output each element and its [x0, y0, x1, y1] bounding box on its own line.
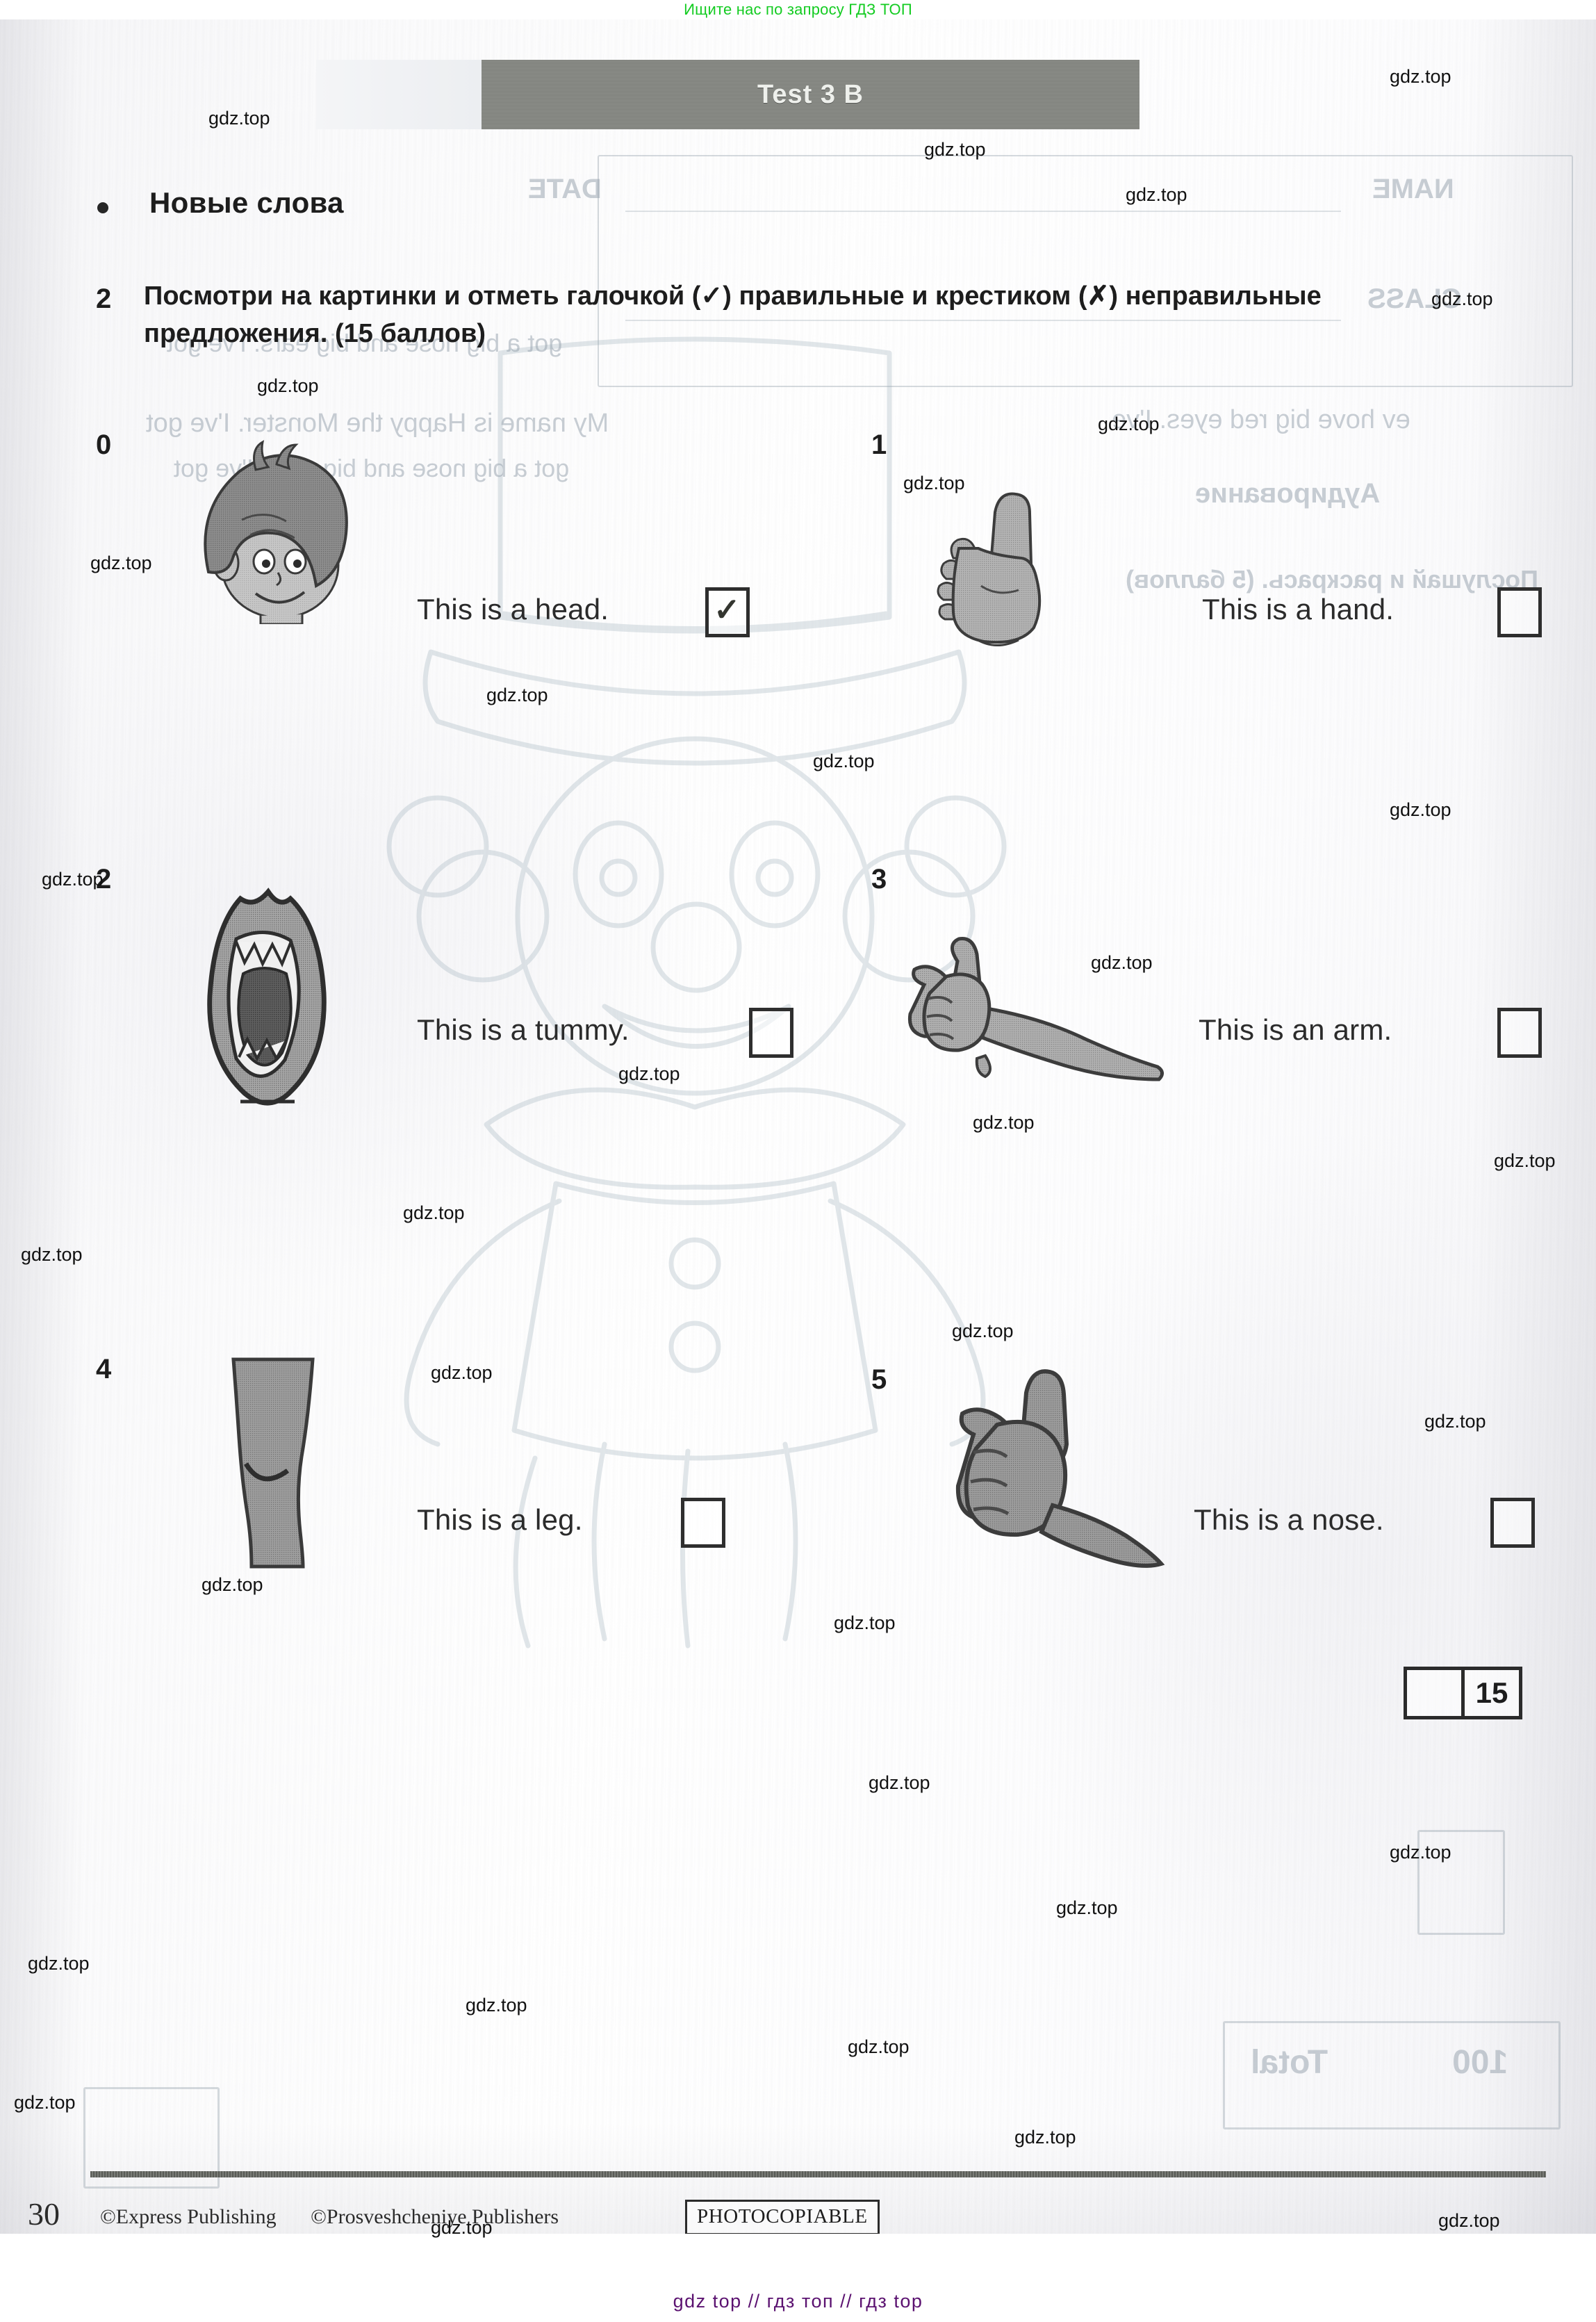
item-number-5: 5: [871, 1364, 887, 1395]
score-box-input-cell[interactable]: [1407, 1670, 1461, 1716]
gdz-watermark-tile: gdz.top: [869, 1772, 930, 1793]
gdz-watermark-tile: gdz.top: [1424, 1411, 1486, 1432]
item-sentence-4: This is a leg.: [417, 1503, 583, 1536]
top-watermark-banner: Ищите нас по запросу ГДЗ ТОП: [0, 0, 1596, 19]
gdz-watermark-tile: gdz.top: [1390, 799, 1451, 820]
gdz-watermark-tile: gdz.top: [486, 685, 548, 705]
page-number: 30: [28, 2196, 60, 2232]
gdz-watermark-tile: gdz.top: [834, 1612, 896, 1633]
item-sentence-0: This is a head.: [417, 593, 609, 626]
gdz-watermark-tile: gdz.top: [42, 869, 104, 890]
task-number: 2: [96, 284, 112, 314]
gdz-watermark-tile: gdz.top: [431, 2217, 493, 2238]
gdz-watermark-tile: gdz.top: [90, 553, 152, 573]
credit-prosveshcheniye: ©Prosveshcheniye Publishers: [311, 2205, 559, 2228]
item-number-4: 4: [96, 1354, 112, 1384]
gdz-watermark-tile: gdz.top: [924, 139, 986, 160]
ghost-name-rule: [625, 211, 1341, 212]
check-mark-icon-0: ✓: [714, 591, 741, 628]
item-checkbox-5[interactable]: [1490, 1498, 1535, 1548]
arm-picture: [907, 936, 1164, 1081]
item-checkbox-1[interactable]: [1497, 587, 1542, 637]
head-face-picture: [204, 440, 348, 624]
gdz-watermark-tile: gdz.top: [403, 1202, 465, 1223]
item-number-3: 3: [871, 864, 887, 894]
item-number-1: 1: [871, 430, 887, 460]
gdz-watermark-tile: gdz.top: [1091, 952, 1153, 973]
gdz-watermark-tile: gdz.top: [1126, 184, 1187, 205]
item-sentence-5: This is a nose.: [1194, 1503, 1384, 1536]
item-number-0: 0: [96, 430, 112, 460]
leg-picture: [231, 1357, 315, 1569]
photocopiable-badge: PHOTOCOPIABLE: [685, 2200, 880, 2234]
item-checkbox-3[interactable]: [1497, 1008, 1542, 1058]
gdz-watermark-tile: gdz.top: [973, 1112, 1035, 1133]
gdz-watermark-tile: gdz.top: [14, 2092, 76, 2113]
gdz-watermark-tile: gdz.top: [848, 2036, 910, 2057]
top-watermark-text: Ищите нас по запросу ГДЗ ТОП: [684, 1, 912, 18]
item-sentence-1: This is a hand.: [1202, 593, 1395, 626]
score-box: 15: [1404, 1667, 1522, 1719]
score-box-max-cell: 15: [1461, 1670, 1519, 1716]
footer-rule: [90, 2171, 1546, 2177]
item-sentence-3: This is an arm.: [1199, 1013, 1392, 1046]
bottom-watermark-banner: gdz top // гдз топ // гдз top: [0, 2280, 1596, 2322]
gdz-watermark-tile: gdz.top: [1438, 2210, 1500, 2231]
bottom-watermark-text: gdz top // гдз топ // гдз top: [673, 2290, 923, 2312]
scan-shadow-right: [1471, 19, 1596, 2234]
gdz-watermark-tile: gdz.top: [1390, 1842, 1451, 1863]
ghost-name-label: NAME: [1372, 174, 1454, 204]
item-checkbox-4[interactable]: [681, 1498, 725, 1548]
gdz-watermark-tile: gdz.top: [208, 108, 270, 129]
task-instruction: Посмотри на картинки и отметь галочкой (…: [144, 281, 1322, 348]
gdz-watermark-tile: gdz.top: [1431, 288, 1493, 309]
scanned-worksheet-page: NAME CLASS DATE got a big nose and big e…: [0, 19, 1596, 2234]
gdz-watermark-tile: gdz.top: [813, 751, 875, 771]
section-bullet-icon: [97, 202, 108, 213]
ghost-line-2: Аудирование: [1195, 478, 1381, 509]
ghost-total-label: Total: [1251, 2044, 1328, 2081]
item-sentence-2: This is a tummy.: [417, 1013, 630, 1046]
gdz-watermark-tile: gdz.top: [1494, 1150, 1556, 1171]
gdz-watermark-tile: gdz.top: [201, 1574, 263, 1595]
gdz-watermark-tile: gdz.top: [903, 473, 965, 493]
gdz-watermark-tile: gdz.top: [21, 1244, 83, 1265]
gdz-watermark-tile: gdz.top: [431, 1362, 493, 1383]
gdz-watermark-tile: gdz.top: [952, 1321, 1014, 1341]
section-heading: Новые слова: [149, 186, 344, 219]
test-title-bar: Test 3 B: [482, 60, 1140, 129]
gdz-watermark-tile: gdz.top: [1098, 414, 1160, 434]
mouth-picture: [207, 888, 327, 1106]
header-paper-sliver: [316, 60, 482, 129]
ghost-line-4: My name is Happy the Monster. I've got: [146, 409, 609, 438]
gdz-watermark-tile: gdz.top: [257, 375, 319, 396]
footer-credits: ©Express Publishing ©Prosveshcheniye Pub…: [100, 2205, 588, 2229]
gdz-watermark-tile: gdz.top: [28, 1953, 90, 1974]
gdz-watermark-tile: gdz.top: [1390, 66, 1451, 87]
gdz-watermark-tile: gdz.top: [466, 1995, 527, 2016]
credit-express-publishing: ©Express Publishing: [100, 2205, 277, 2228]
item-checkbox-0[interactable]: ✓: [705, 587, 750, 637]
scan-shadow-left: [0, 19, 83, 2234]
gdz-watermark-tile: gdz.top: [1056, 1897, 1118, 1918]
hand-thumb-picture: [955, 1369, 1165, 1568]
foot-picture: [937, 492, 1042, 647]
item-checkbox-2[interactable]: [749, 1008, 793, 1058]
gdz-watermark-tile: gdz.top: [1014, 2127, 1076, 2148]
ghost-date-label: DATE: [528, 174, 602, 204]
item-number-2: 2: [96, 864, 112, 894]
gdz-watermark-tile: gdz.top: [618, 1063, 680, 1084]
test-title-text: Test 3 B: [757, 79, 864, 109]
